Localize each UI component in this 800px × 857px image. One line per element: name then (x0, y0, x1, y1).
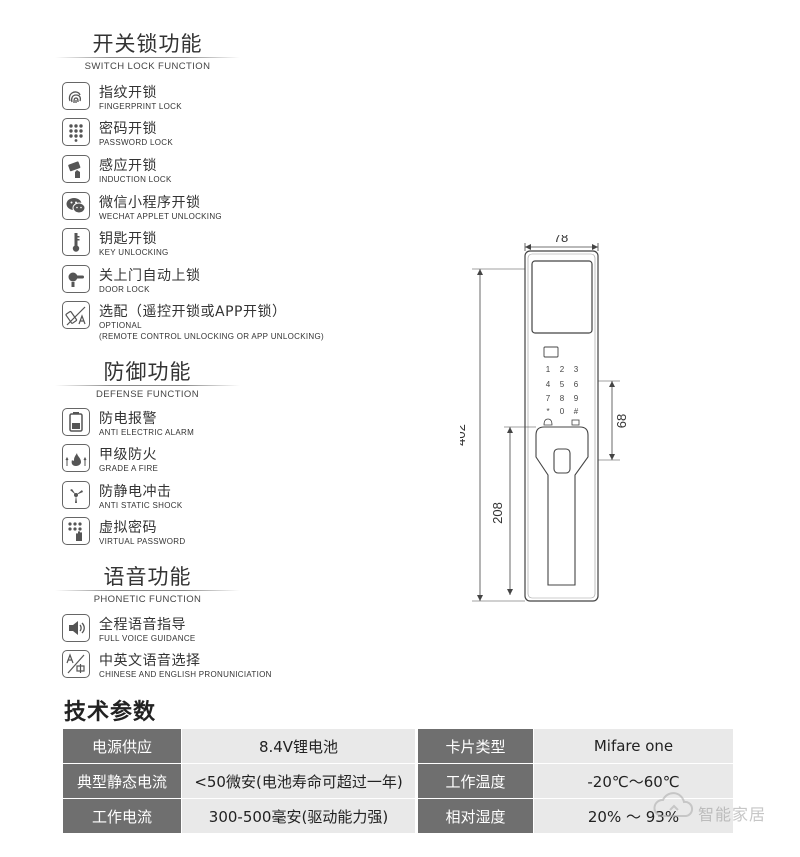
feature-label-en: CHINESE AND ENGLISH PRONUNICIATION (99, 670, 272, 679)
keypad-key: 8 (560, 394, 565, 403)
watermark-text: 智能家居 (698, 805, 767, 824)
lock-fingerprint-reader (553, 448, 571, 474)
feature-label: 防电报警 (99, 411, 157, 427)
feature-label: 防静电冲击 (99, 484, 172, 500)
feature-label: 虚拟密码 (99, 520, 157, 536)
spec-key: 典型静态电流 (63, 764, 181, 798)
spec-key: 卡片类型 (418, 729, 533, 763)
static-icon (62, 481, 90, 509)
dim-width-label: 78 (554, 235, 568, 245)
feature-label: 选配（遥控开锁或APP开锁） (99, 304, 287, 320)
spec-row: 工作电流 300-500毫安(驱动能力强) 相对湿度 20% ～ 93% (63, 799, 733, 833)
dim-handle-label: 208 (490, 502, 505, 524)
section-divider (55, 385, 240, 386)
lock-display-panel (531, 260, 593, 334)
keypad-key: 9 (574, 394, 579, 403)
feature-label-en: KEY UNLOCKING (99, 248, 169, 257)
section-title-defense: 防御功能 (103, 360, 192, 384)
keypad-key: 1 (546, 365, 551, 374)
remote-icon (62, 301, 90, 329)
feature-label-en: VIRTUAL PASSWORD (99, 537, 186, 546)
feature-label: 指纹开锁 (99, 85, 157, 101)
lock-body-outline (524, 250, 599, 602)
section-divider (55, 57, 240, 58)
spec-key: 电源供应 (63, 729, 181, 763)
spec-value: 20% ～ 93% (534, 799, 733, 833)
keypad-key: 4 (546, 380, 551, 389)
keypad-key: 0 (560, 407, 565, 416)
lock-small-display (543, 346, 559, 358)
section-subtitle-defense: DEFENSE FUNCTION (96, 389, 199, 400)
feature-label: 中英文语音选择 (99, 653, 201, 669)
feature-label-en: FINGERPRINT LOCK (99, 102, 182, 111)
section-divider (55, 590, 240, 591)
door-handle-icon (62, 265, 90, 293)
dim-height-label: 402 (460, 424, 468, 446)
spec-key: 工作电流 (63, 799, 181, 833)
feature-label-en-note: (REMOTE CONTROL UNLOCKING OR APP UNLOCKI… (99, 332, 324, 341)
feature-label-en: WECHAT APPLET UNLOCKING (99, 212, 222, 221)
keypad-key: * (546, 407, 549, 416)
feature-label: 密码开锁 (99, 121, 157, 137)
spec-value: 300-500毫安(驱动能力强) (182, 799, 415, 833)
fingerprint-icon (62, 82, 90, 110)
lock-handle (535, 426, 589, 586)
key-icon (62, 228, 90, 256)
keypad-key: 7 (546, 394, 551, 403)
keypad-key: 3 (574, 365, 579, 374)
keypad-key: 6 (574, 380, 579, 389)
section-subtitle-switch: SWITCH LOCK FUNCTION (84, 61, 211, 72)
speaker-icon (62, 614, 90, 642)
feature-label-en: PASSWORD LOCK (99, 138, 173, 147)
section-subtitle-phonetic: PHONETIC FUNCTION (93, 594, 202, 605)
feature-label: 感应开锁 (99, 158, 157, 174)
spec-row: 电源供应 8.4V锂电池 卡片类型 Mifare one (63, 729, 733, 763)
feature-label-en: GRADE A FIRE (99, 464, 159, 473)
spec-row: 典型静态电流 <50微安(电池寿命可超过一年) 工作温度 -20℃～60℃ (63, 764, 733, 798)
language-icon (62, 650, 90, 678)
feature-label: 关上门自动上锁 (99, 268, 201, 284)
fire-icon (62, 444, 90, 472)
feature-label-en: ANTI ELECTRIC ALARM (99, 428, 195, 437)
section-title-phonetic: 语音功能 (103, 565, 192, 589)
feature-label: 微信小程序开锁 (99, 195, 201, 211)
keypad-key: 2 (560, 365, 565, 374)
spec-key: 相对湿度 (418, 799, 533, 833)
keypad-touch-icon (62, 517, 90, 545)
watermark: 智能家居 (652, 786, 782, 826)
keypad-key: # (574, 407, 579, 416)
feature-label-en: INDUCTION LOCK (99, 175, 172, 184)
lock-icon (571, 419, 580, 426)
keypad-key: 5 (560, 380, 565, 389)
dim-keypad-label: 68 (614, 414, 629, 428)
spec-value: Mifare one (534, 729, 733, 763)
spec-value: 8.4V锂电池 (182, 729, 415, 763)
feature-label: 甲级防火 (99, 447, 157, 463)
feature-label-en: ANTI STATIC SHOCK (99, 501, 183, 510)
keypad-icon (62, 118, 90, 146)
cloud-logo-icon (653, 792, 694, 817)
spec-value: <50微安(电池寿命可超过一年) (182, 764, 415, 798)
section-title-switch: 开关锁功能 (92, 32, 203, 56)
battery-icon (62, 408, 90, 436)
spec-heading: 技术参数 (64, 700, 157, 725)
feature-label-en: FULL VOICE GUIDANCE (99, 634, 196, 643)
feature-label-en: OPTIONAL (99, 321, 142, 330)
feature-label-en: DOOR LOCK (99, 285, 150, 294)
feature-label: 全程语音指导 (99, 617, 186, 633)
lock-dimension-diagram: 1 2 3 4 5 6 7 8 9 * 0 # 78 402 208 68 (460, 235, 629, 602)
feature-label: 钥匙开锁 (99, 231, 157, 247)
wechat-icon (62, 192, 90, 220)
spec-value: -20℃～60℃ (534, 764, 733, 798)
lock-keypad: 1 2 3 4 5 6 7 8 9 * 0 # (546, 365, 579, 416)
spec-key: 工作温度 (418, 764, 533, 798)
lock-body-inner (527, 253, 596, 599)
bell-icon (543, 418, 553, 426)
card-tap-icon (62, 155, 90, 183)
